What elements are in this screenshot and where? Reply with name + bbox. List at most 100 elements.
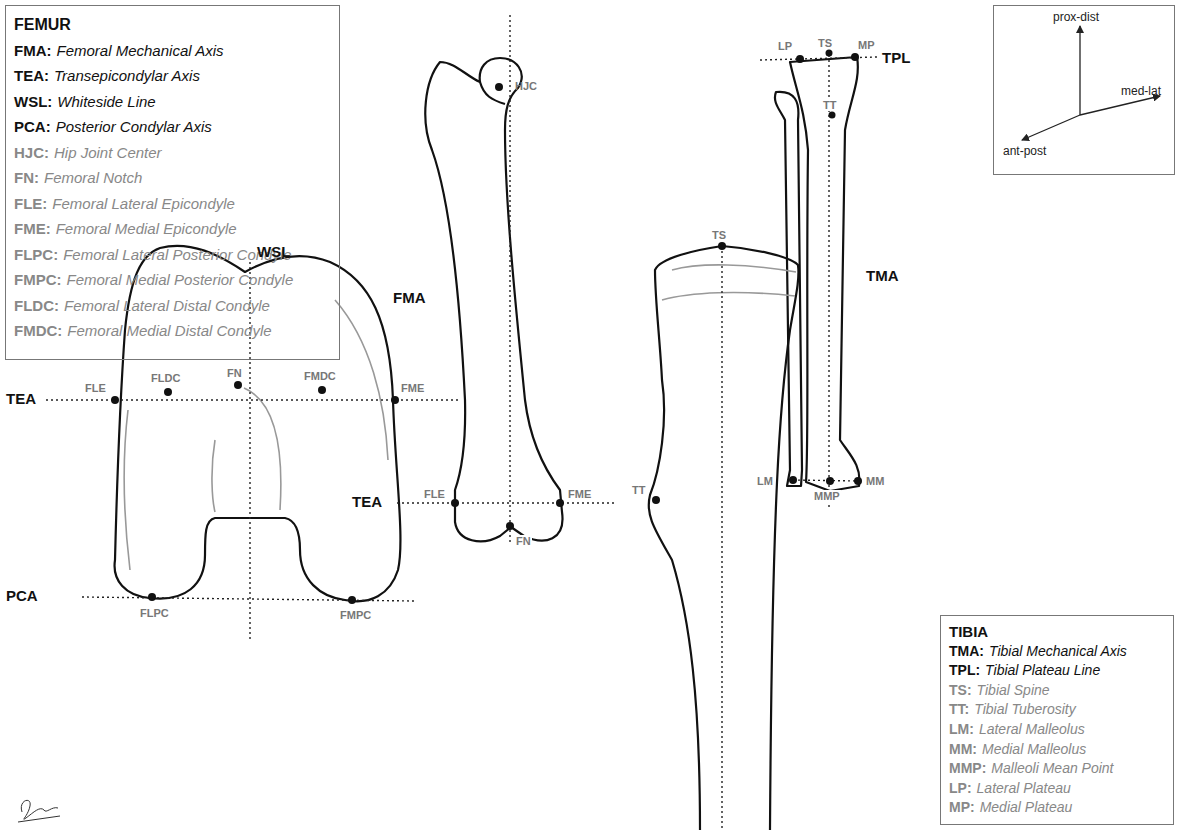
legend-row: MP: Medial Plateau	[949, 798, 1165, 818]
legend-row: FMA: Femoral Mechanical Axis	[14, 38, 331, 64]
legend-row: WSL: Whiteside Line	[14, 89, 331, 115]
legend-abbrev: FMA:	[14, 42, 52, 59]
landmark-label: TT	[632, 484, 645, 496]
axis-label: prox-dist	[1053, 11, 1099, 24]
legend-description: Tibial Tuberosity	[974, 701, 1076, 717]
legend-row: TT: Tibial Tuberosity	[949, 700, 1165, 720]
legend-abbrev: TPL:	[949, 662, 980, 678]
legend-description: Femoral Medial Epicondyle	[56, 220, 237, 237]
legend-row: TPL: Tibial Plateau Line	[949, 661, 1165, 681]
legend-row: FLE: Femoral Lateral Epicondyle	[14, 191, 331, 217]
legend-row: MMP: Malleoli Mean Point	[949, 759, 1165, 779]
legend-description: Posterior Condylar Axis	[56, 118, 212, 135]
legend-row: FN: Femoral Notch	[14, 165, 331, 191]
axis-name: TPL	[882, 50, 910, 67]
landmark-label: HJC	[515, 80, 537, 92]
legend-title: TIBIA	[949, 622, 1165, 642]
legend-description: Medial Malleolus	[982, 741, 1086, 757]
legend-row: TS: Tibial Spine	[949, 681, 1165, 701]
axis-name: WSL	[257, 244, 290, 261]
landmark-label: TT	[822, 99, 837, 111]
legend-description: Transepicondylar Axis	[54, 67, 200, 84]
landmark-label: FLE	[424, 488, 445, 500]
legend-abbrev: TS:	[949, 682, 972, 698]
landmark-label: FMPC	[340, 609, 371, 621]
landmark-label: LM	[757, 475, 773, 487]
landmark-label: FN	[515, 535, 532, 547]
legend-row: LP: Lateral Plateau	[949, 779, 1165, 799]
legend-abbrev: FLPC:	[14, 246, 58, 263]
legend-abbrev: FLDC:	[14, 297, 59, 314]
legend-abbrev: TT:	[949, 701, 969, 717]
legend-description: Tibial Spine	[977, 682, 1050, 698]
landmark-label: FME	[400, 382, 425, 394]
legend-description: Whiteside Line	[57, 93, 155, 110]
femur-outline	[425, 58, 562, 541]
landmark-label: FN	[226, 367, 243, 379]
landmark-label: LP	[778, 40, 792, 52]
legend-row: HJC: Hip Joint Center	[14, 140, 331, 166]
axis-name: FMA	[393, 290, 426, 307]
legend-description: Lateral Plateau	[977, 780, 1071, 796]
axis-label: med-lat	[1121, 85, 1161, 98]
legend-abbrev: MMP:	[949, 760, 986, 776]
legend-description: Lateral Malleolus	[979, 721, 1085, 737]
legend-box: TIBIATMA: Tibial Mechanical AxisTPL: Tibia…	[940, 615, 1174, 825]
legend-abbrev: FN:	[14, 169, 39, 186]
legend-description: Tibial Mechanical Axis	[989, 643, 1127, 659]
legend-description: Hip Joint Center	[54, 144, 162, 161]
axis-name: TMA	[866, 268, 899, 285]
legend-row: TEA: Transepicondylar Axis	[14, 63, 331, 89]
axes-box: prox-dist ant-post med-lat	[993, 5, 1175, 175]
landmark-label: TS	[712, 229, 726, 241]
landmark-label: MP	[858, 39, 875, 51]
legend-row: FMDC: Femoral Medial Distal Condyle	[14, 318, 331, 344]
axis-name: PCA	[6, 588, 38, 605]
axis-label: ant-post	[1003, 145, 1046, 158]
legend-row: MM: Medial Malleolus	[949, 740, 1165, 760]
legend-abbrev: LP:	[949, 780, 972, 796]
legend-row: FMPC: Femoral Medial Posterior Condyle	[14, 267, 331, 293]
legend-description: Femoral Medial Posterior Condyle	[67, 271, 294, 288]
landmark-label: MM	[866, 475, 884, 487]
axis-name: TEA	[6, 391, 36, 408]
landmark-label: FMDC	[303, 370, 337, 382]
legend-description: Medial Plateau	[980, 799, 1073, 815]
legend-abbrev: FMDC:	[14, 322, 62, 339]
legend-abbrev: LM:	[949, 721, 974, 737]
legend-description: Tibial Plateau Line	[985, 662, 1100, 678]
legend-abbrev: MP:	[949, 799, 975, 815]
legend-abbrev: HJC:	[14, 144, 49, 161]
legend-row: PCA: Posterior Condylar Axis	[14, 114, 331, 140]
landmark-label: MMP	[813, 490, 841, 502]
legend-description: Femoral Medial Distal Condyle	[67, 322, 271, 339]
landmark-label: FLE	[84, 382, 107, 394]
legend-abbrev: WSL:	[14, 93, 52, 110]
legend-abbrev: FMPC:	[14, 271, 62, 288]
legend-description: Malleoli Mean Point	[991, 760, 1113, 776]
legend-abbrev: FLE:	[14, 195, 47, 212]
legend-box: FEMUR FMA: Femoral Mechanical AxisTEA: Tran…	[5, 5, 340, 360]
legend-row: LM: Lateral Malleolus	[949, 720, 1165, 740]
landmark-label: FLDC	[150, 372, 181, 384]
legend-description: Femoral Notch	[44, 169, 142, 186]
legend-description: Femoral Mechanical Axis	[57, 42, 224, 59]
legend-abbrev: FME:	[14, 220, 51, 237]
landmark-label: FLPC	[140, 607, 169, 619]
legend-abbrev: TEA:	[14, 67, 49, 84]
legend-description: Femoral Lateral Epicondyle	[52, 195, 235, 212]
landmark-label: FME	[568, 488, 591, 500]
legend-description: Femoral Lateral Distal Condyle	[64, 297, 270, 314]
axis-name: TEA	[352, 494, 382, 511]
femur-neck	[480, 82, 505, 104]
proximal-tibia-outline	[649, 246, 799, 830]
legend-row: TMA: Tibial Mechanical Axis	[949, 642, 1165, 662]
legend-abbrev: PCA:	[14, 118, 51, 135]
landmark-label: TS	[818, 37, 832, 49]
legend-abbrev: TMA:	[949, 643, 984, 659]
signature	[18, 800, 60, 822]
legend-row: FLDC: Femoral Lateral Distal Condyle	[14, 293, 331, 319]
legend-row: FME: Femoral Medial Epicondyle	[14, 216, 331, 242]
legend-abbrev: MM:	[949, 741, 977, 757]
legend-title: FEMUR	[14, 12, 331, 38]
